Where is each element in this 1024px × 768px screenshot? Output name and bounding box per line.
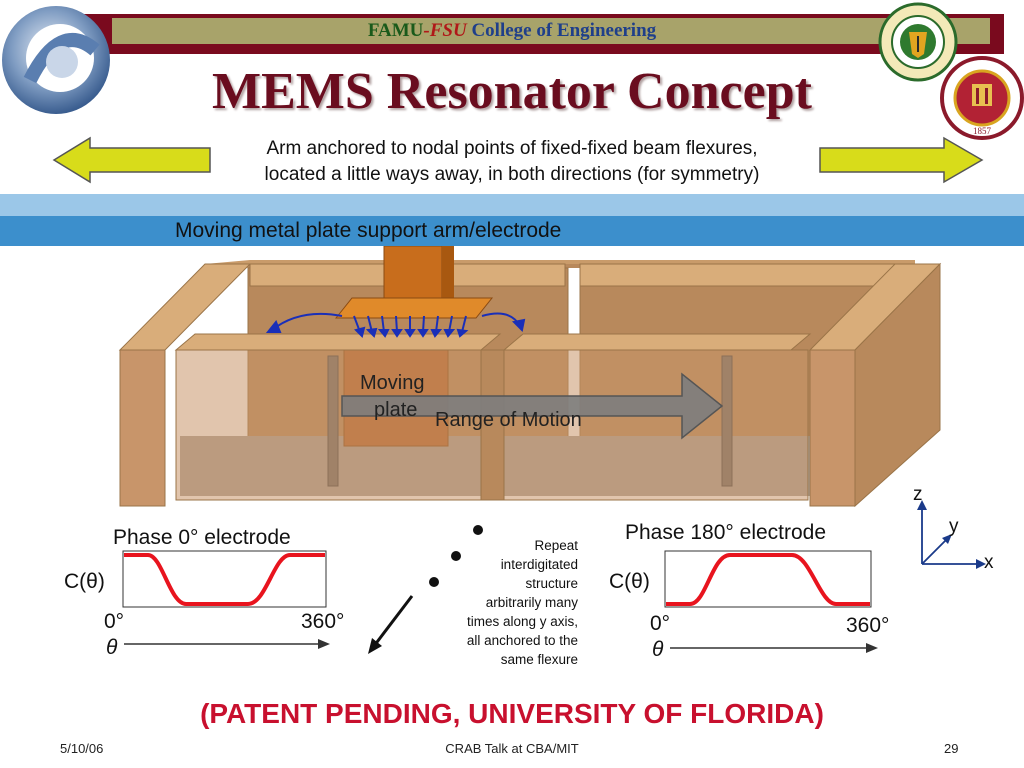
college-text: College of Engineering bbox=[471, 20, 657, 41]
blue-band bbox=[0, 216, 1024, 246]
repeat-note-line-6: all anchored to the bbox=[466, 633, 578, 648]
phase0-theta-arrow bbox=[124, 639, 330, 649]
phase0-start-degree: 0° bbox=[104, 610, 125, 633]
footer-date: 5/10/06 bbox=[60, 741, 104, 756]
phase180-capacitance-plot bbox=[664, 550, 872, 608]
patent-pending-note: (PATENT PENDING, UNIVERSITY OF FLORIDA) bbox=[200, 698, 824, 729]
axis-z-label: z bbox=[913, 484, 923, 505]
footer-center-text: CRAB Talk at CBA/MIT bbox=[445, 741, 579, 756]
phase0-label: Phase 0° electrode bbox=[113, 526, 291, 549]
dash-text: - bbox=[423, 20, 430, 41]
repeat-note-line-3: structure bbox=[525, 576, 578, 591]
phase0-theta-label: θ bbox=[106, 636, 118, 659]
phase180-theta-label: θ bbox=[652, 638, 664, 661]
slide-title: MEMS Resonator Concept bbox=[212, 63, 812, 120]
phase0-c-theta: C(θ) bbox=[64, 570, 105, 593]
phase180-c-theta: C(θ) bbox=[609, 570, 650, 593]
famu-text: FAMU bbox=[367, 20, 424, 41]
repeat-dots-arrow bbox=[368, 525, 483, 654]
repeat-note-line-2: interdigitated bbox=[500, 557, 578, 572]
famu-fsu-swirl-logo bbox=[2, 6, 110, 114]
footer-page-number: 29 bbox=[944, 741, 959, 756]
mems-structure-diagram: Moving plate Range of Motion bbox=[118, 246, 942, 508]
repeat-note: Repeat interdigitated structure arbitrar… bbox=[430, 536, 578, 669]
subtitle: Arm anchored to nodal points of fixed-fi… bbox=[200, 136, 824, 188]
subtitle-line-2: located a little ways away, in both dire… bbox=[264, 164, 760, 185]
left-arrow-icon bbox=[52, 136, 211, 184]
phase180-label: Phase 180° electrode bbox=[625, 521, 827, 544]
fsu-text: FSU bbox=[429, 20, 467, 41]
moving-plate-label-line-1: Moving bbox=[360, 372, 424, 394]
phase0-capacitance-plot bbox=[122, 550, 327, 608]
header-inner-band bbox=[112, 18, 990, 44]
phase180-theta-arrow bbox=[670, 643, 878, 653]
light-blue-band bbox=[0, 194, 1024, 216]
header-college-title: FAMU-FSU College of Engineering bbox=[0, 20, 1024, 42]
fsu-seal-icon: 1857 bbox=[940, 56, 1024, 140]
famu-seal-icon bbox=[878, 2, 958, 82]
moving-plate-label-line-2: plate bbox=[374, 399, 417, 421]
band-label: Moving metal plate support arm/electrode bbox=[175, 219, 562, 242]
subtitle-line-1: Arm anchored to nodal points of fixed-fi… bbox=[266, 138, 758, 159]
phase180-end-degree: 360° bbox=[846, 614, 890, 637]
repeat-note-line-4: arbitrarily many bbox=[485, 595, 578, 610]
right-arrow-icon bbox=[819, 136, 984, 184]
range-of-motion-label: Range of Motion bbox=[435, 409, 582, 431]
axis-x-label: x bbox=[984, 552, 994, 573]
axes-triad-icon bbox=[917, 500, 986, 569]
repeat-note-line-7: same flexure bbox=[500, 652, 578, 667]
axis-y-label: y bbox=[949, 516, 959, 537]
repeat-note-line-1: Repeat bbox=[534, 538, 578, 553]
svg-text:1857: 1857 bbox=[973, 126, 992, 136]
phase180-start-degree: 0° bbox=[650, 612, 671, 635]
repeat-note-line-5: times along y axis, bbox=[466, 614, 578, 629]
phase0-end-degree: 360° bbox=[301, 610, 345, 633]
